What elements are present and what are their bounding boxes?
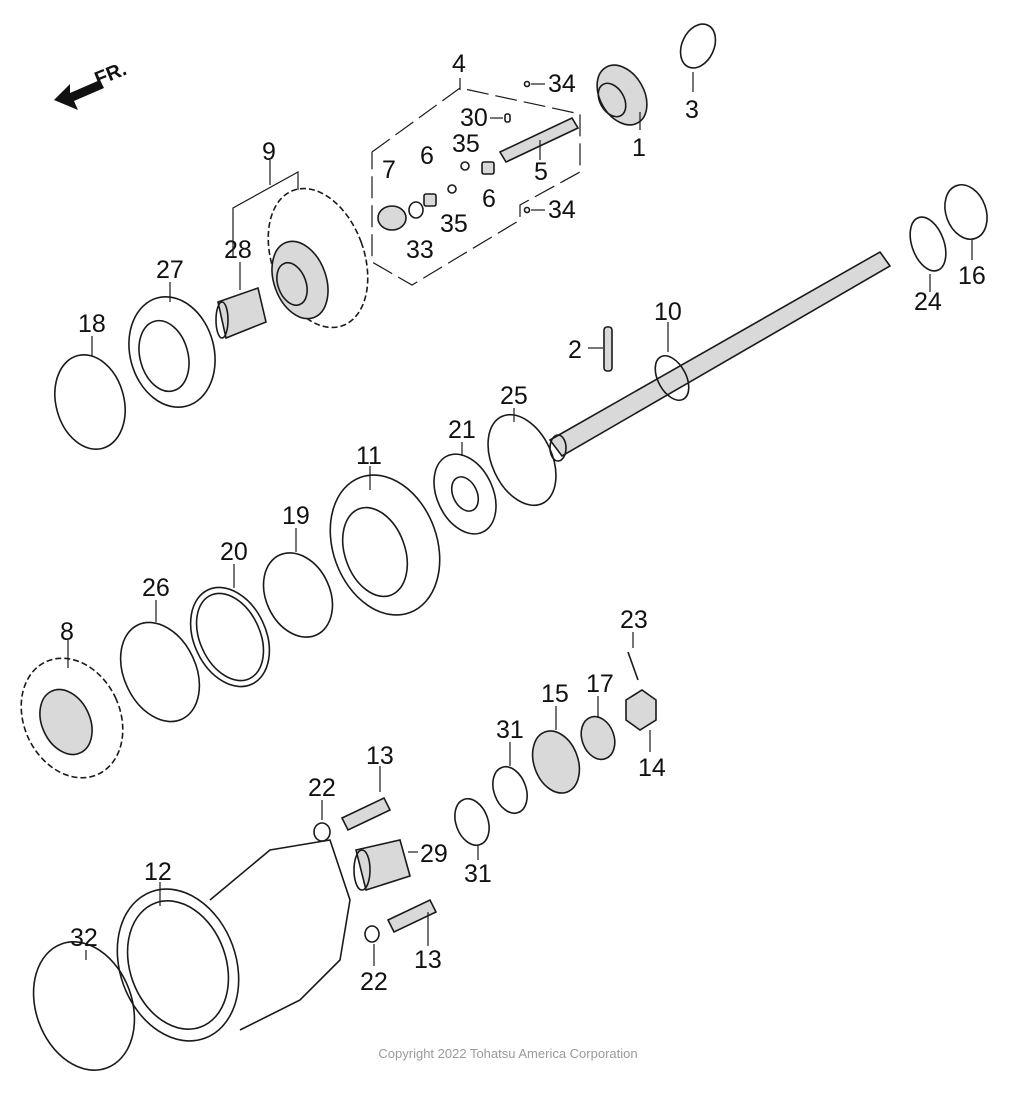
part-31-oil-seal-b xyxy=(454,797,490,847)
callout-2: 2 xyxy=(568,336,582,364)
callout-13a: 13 xyxy=(366,742,394,770)
callout-30: 30 xyxy=(460,104,488,132)
part-11-bearing-housing xyxy=(329,466,441,616)
callout-1: 1 xyxy=(632,134,646,162)
callout-27: 27 xyxy=(156,256,184,284)
callout-16: 16 xyxy=(958,262,986,290)
part-30-pin xyxy=(504,113,511,123)
part-29-needle-bearing xyxy=(353,839,411,892)
part-14-nut xyxy=(625,689,657,731)
callout-33: 33 xyxy=(406,236,434,264)
part-35-ball-a xyxy=(460,161,470,171)
callout-10: 10 xyxy=(654,298,682,326)
callout-5: 5 xyxy=(534,158,548,186)
callout-11: 11 xyxy=(356,442,382,470)
part-9-reverse-gear xyxy=(267,187,369,329)
part-10-propeller-shaft xyxy=(548,250,892,462)
part-27-ball-bearing xyxy=(128,282,216,408)
part-16-washer xyxy=(944,184,988,240)
callout-13b: 13 xyxy=(414,946,442,974)
part-19-o-ring xyxy=(262,552,334,638)
part-32-o-ring xyxy=(32,941,136,1071)
part-28-needle-bearing xyxy=(215,262,267,340)
part-6-spring-b xyxy=(481,161,495,175)
callout-29: 29 xyxy=(420,840,448,868)
callout-18: 18 xyxy=(78,310,106,338)
callout-8: 8 xyxy=(60,618,74,646)
callout-26: 26 xyxy=(142,574,170,602)
part-23-cotter-pin xyxy=(627,651,639,681)
part-20-shim xyxy=(189,586,271,688)
part-17-washer xyxy=(580,715,616,761)
callout-25: 25 xyxy=(500,382,528,410)
callout-35b: 35 xyxy=(440,210,468,238)
part-13-bolt-b xyxy=(386,898,438,934)
callout-23: 23 xyxy=(620,606,648,634)
callout-31b: 31 xyxy=(464,860,492,888)
part-25-thrust-bearing xyxy=(487,413,557,507)
part-7-plunger xyxy=(377,205,407,231)
part-35-ball-b xyxy=(447,184,457,194)
callout-34a: 34 xyxy=(548,70,576,98)
part-12-bearing-carrier xyxy=(116,839,351,1042)
callout-22b: 22 xyxy=(360,968,388,996)
part-5-shift-plunger xyxy=(498,116,580,164)
callout-34b: 34 xyxy=(548,196,576,224)
callout-7: 7 xyxy=(382,156,396,184)
part-18-shim xyxy=(54,354,126,450)
callout-31a: 31 xyxy=(496,716,524,744)
callout-28: 28 xyxy=(224,236,252,264)
part-4-group-outline xyxy=(371,87,581,286)
part-15-spacer xyxy=(531,730,581,794)
callout-12: 12 xyxy=(144,858,172,886)
part-34-ball-top xyxy=(523,80,531,88)
part-6-spring-a xyxy=(423,193,437,207)
part-21-thrust-washer xyxy=(433,453,497,535)
callout-labels: 1 2 3 4 5 6 6 7 8 9 10 11 12 13 13 14 15… xyxy=(60,50,986,996)
part-22-washer-a xyxy=(313,822,331,842)
part-3-ring xyxy=(679,23,717,69)
part-31-oil-seal-a xyxy=(492,765,528,815)
callout-15: 15 xyxy=(541,680,569,708)
copyright-notice: Copyright 2022 Tohatsu America Corporati… xyxy=(378,1046,638,1061)
callout-22a: 22 xyxy=(308,774,336,802)
front-label: FR. xyxy=(92,58,130,90)
part-13-bolt-a xyxy=(340,796,392,832)
callout-3: 3 xyxy=(685,96,699,124)
callout-14: 14 xyxy=(638,754,666,782)
callout-17: 17 xyxy=(586,670,614,698)
callout-6a: 6 xyxy=(420,142,434,170)
part-33-ring xyxy=(408,201,424,219)
callout-20: 20 xyxy=(220,538,248,566)
part-9-bracket xyxy=(232,170,299,258)
callout-9: 9 xyxy=(262,138,276,166)
callout-32: 32 xyxy=(70,924,98,952)
callout-24: 24 xyxy=(914,288,942,316)
part-1-clutch xyxy=(596,64,648,130)
part-8-forward-gear xyxy=(20,640,124,779)
part-24-thrust-bearing xyxy=(909,216,947,272)
callout-35a: 35 xyxy=(452,130,480,158)
part-26-thrust-bearing xyxy=(119,621,201,723)
part-22-washer-b xyxy=(364,925,380,943)
callout-19: 19 xyxy=(282,502,310,530)
part-2-pin xyxy=(603,326,613,372)
callout-6b: 6 xyxy=(482,185,496,213)
callout-4: 4 xyxy=(452,50,466,78)
part-34-ball-bottom xyxy=(523,206,531,214)
front-arrow-icon: FR. xyxy=(54,58,130,110)
callout-21: 21 xyxy=(448,416,476,444)
